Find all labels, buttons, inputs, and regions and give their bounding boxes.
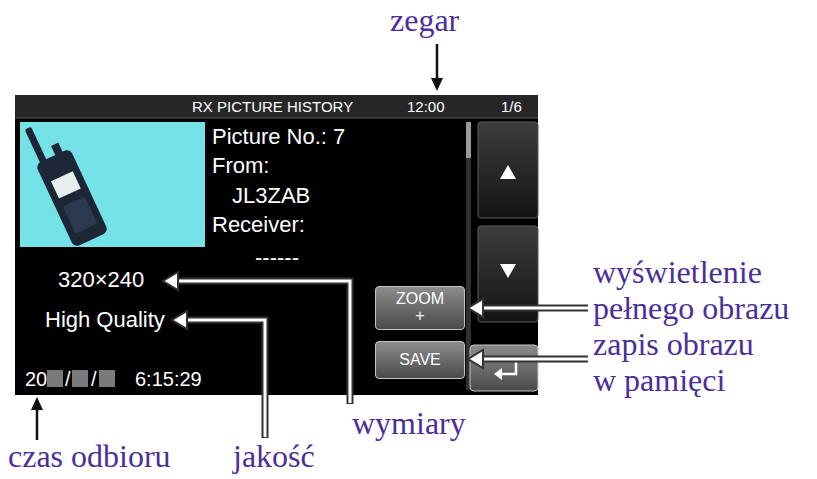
button-label: SAVE (399, 352, 441, 369)
callout-label: czas odbioru (8, 438, 171, 474)
screen-background (15, 95, 538, 395)
time-arrow (31, 397, 43, 440)
clock-arrow (431, 44, 443, 91)
field-label: From: (212, 153, 269, 178)
picture-thumbnail (20, 122, 205, 247)
hidden-date-block (47, 370, 63, 387)
arrow-head (468, 350, 483, 368)
title-bar (15, 95, 538, 118)
date-separator: / (65, 368, 71, 391)
radio-keypad (63, 197, 97, 234)
arrow-head (163, 272, 178, 290)
receive-time: 6:15:29 (135, 368, 202, 391)
hidden-date-block (72, 370, 88, 387)
page-counter: 1/6 (501, 98, 522, 115)
hollow-arrow-heads (163, 272, 483, 368)
radio-display (51, 171, 81, 198)
radio-body (35, 148, 108, 247)
down-arrow-icon (500, 264, 516, 278)
callout-label: wymiary (352, 405, 466, 441)
callout-label: zapis obrazu w pamięci (593, 326, 768, 398)
radio-illustration (20, 116, 109, 248)
date-separator: / (91, 368, 97, 391)
leader-line-core (480, 358, 589, 361)
leader-line (436, 44, 439, 80)
receiver-value: ------ (255, 245, 299, 270)
up-arrow-icon (500, 165, 516, 179)
picture-size: 320×240 (58, 267, 144, 292)
hidden-date-block (99, 370, 115, 387)
callout-label: jakość (233, 438, 315, 474)
arrow-head (431, 78, 443, 91)
back-icon (500, 362, 516, 374)
picture-number: Picture No.: 7 (212, 124, 345, 149)
sender-callsign: JL3ZAB (232, 183, 310, 208)
arrow-head (31, 397, 43, 410)
up-button (478, 122, 538, 218)
date-part: 20 (25, 368, 47, 391)
picture-quality: High Quality (45, 307, 165, 332)
back-icon-head (494, 368, 502, 380)
callout-label: zegar (390, 2, 459, 38)
callout-label: wyświetlenie pełnego obrazu (593, 254, 813, 326)
leader-line-core (480, 307, 589, 310)
save-button: SAVE (375, 341, 465, 379)
radio-screen: ZOOM + SAVE RX PICTURE HISTORY 12:00 1/6Pict… (15, 95, 538, 395)
scroll-thumb (466, 122, 471, 158)
arrow-head (172, 311, 187, 329)
screen-title: RX PICTURE HISTORY (192, 98, 353, 115)
radio-antenna (25, 127, 48, 166)
clock: 12:00 (407, 98, 445, 115)
button-label: ZOOM + (396, 291, 444, 325)
leader-line (36, 408, 39, 440)
title-bar-edge (15, 118, 538, 119)
arrow-head (468, 299, 483, 317)
field-label: Receiver: (212, 212, 305, 237)
zoom-button: ZOOM + (375, 286, 465, 330)
